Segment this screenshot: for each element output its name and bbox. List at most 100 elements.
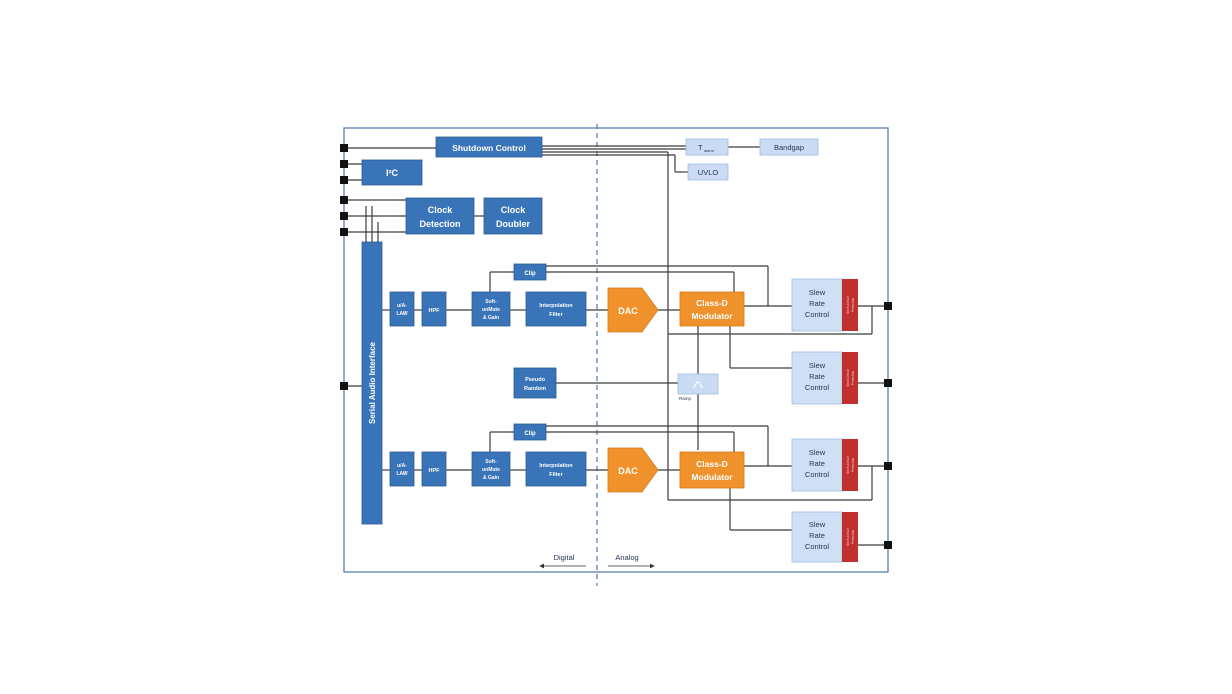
svg-text:Modulator: Modulator [691, 311, 733, 321]
svg-text:Serial Audio Interface: Serial Audio Interface [368, 341, 377, 424]
pseudo-random-block: Pseudo Random [513, 367, 557, 399]
ulaw-block: u/A- LAW [389, 451, 415, 487]
svg-text:Filter: Filter [549, 472, 563, 478]
svg-text:Bandgap: Bandgap [774, 143, 804, 152]
serial-audio-interface-block: Serial Audio Interface [361, 241, 383, 525]
analog-label: Analog [608, 553, 655, 569]
svg-text:Interpolation: Interpolation [539, 303, 573, 309]
pin [884, 379, 892, 387]
svg-text:Rate: Rate [809, 372, 825, 381]
svg-text:u/A-: u/A- [397, 303, 407, 309]
interpolation-filter-block: Interpolation Filter [525, 291, 587, 327]
svg-text:Clip: Clip [524, 271, 536, 277]
svg-text:Short-Circuit: Short-Circuit [846, 456, 850, 474]
svg-text:Interpolation: Interpolation [539, 463, 573, 469]
wires [344, 145, 888, 546]
svg-text:Slew: Slew [809, 448, 826, 457]
svg-text:Protection: Protection [851, 530, 855, 545]
svg-text:Control: Control [805, 310, 830, 319]
interpolation-filter-block: Interpolation Filter [525, 451, 587, 487]
svg-text:Class-D: Class-D [696, 298, 728, 308]
svg-text:Doubler: Doubler [496, 219, 530, 229]
svg-text:Shutdown Control: Shutdown Control [452, 143, 526, 153]
svg-text:u/A-: u/A- [397, 463, 407, 469]
svg-text:Slew: Slew [809, 520, 826, 529]
svg-text:Rate: Rate [809, 299, 825, 308]
svg-text:Protection: Protection [851, 298, 855, 313]
svg-text:Control: Control [805, 470, 830, 479]
svg-text:Ramp: Ramp [679, 396, 692, 401]
svg-text:Slew: Slew [809, 361, 826, 370]
svg-text:Short-Circuit: Short-Circuit [846, 296, 850, 314]
clock-detection-block: Clock Detection [405, 197, 475, 235]
svg-text:Soft-: Soft- [485, 299, 497, 305]
ramp-icon [693, 381, 703, 389]
svg-text:Random: Random [524, 386, 546, 392]
pin [340, 176, 348, 184]
pin [884, 541, 892, 549]
svg-text:unMute: unMute [482, 467, 500, 473]
svg-text:Slew: Slew [809, 288, 826, 297]
pin [340, 196, 348, 204]
svg-text:Short-Circuit: Short-Circuit [846, 369, 850, 387]
shutdown-control-block: Shutdown Control [435, 136, 543, 158]
slew-rate-control-block: Slew Rate Control Short-Circuit Protecti… [791, 351, 858, 405]
digital-label: Digital [539, 553, 586, 569]
svg-text:DAC: DAC [618, 466, 638, 476]
chip-outline [343, 127, 889, 573]
svg-text:I²C: I²C [386, 168, 398, 178]
pin [884, 302, 892, 310]
ulaw-block: u/A- LAW [389, 291, 415, 327]
ramp-block: Ramp [677, 373, 719, 401]
clip-block: Clip [513, 423, 547, 441]
svg-text:Control: Control [805, 383, 830, 392]
t-alarm-block: T alarm [685, 138, 729, 156]
svg-text:alarm: alarm [704, 148, 715, 153]
hpf-block: HPF [421, 451, 447, 487]
svg-text:Modulator: Modulator [691, 472, 733, 482]
soft-unmute-block: Soft- unMute & Gain [471, 291, 511, 327]
svg-text:unMute: unMute [482, 307, 500, 313]
channel-1: u/A- LAW HPF Soft- unMute & Gain Interpo… [389, 263, 858, 405]
svg-text:UVLO: UVLO [698, 168, 719, 177]
pin [340, 212, 348, 220]
svg-text:Pseudo: Pseudo [525, 377, 546, 383]
i2c-block: I²C [361, 159, 423, 186]
svg-text:& Gain: & Gain [483, 475, 499, 481]
svg-text:Rate: Rate [809, 531, 825, 540]
bandgap-block: Bandgap [759, 138, 819, 156]
svg-text:DAC: DAC [618, 306, 638, 316]
svg-text:Control: Control [805, 542, 830, 551]
class-d-modulator-block: Class-D Modulator [679, 451, 745, 489]
pin [340, 160, 348, 168]
dac-block: DAC [607, 447, 659, 493]
svg-text:Rate: Rate [809, 459, 825, 468]
svg-text:Filter: Filter [549, 312, 563, 318]
hpf-block: HPF [421, 291, 447, 327]
clock-doubler-block: Clock Doubler [483, 197, 543, 235]
svg-text:Clock: Clock [428, 205, 454, 215]
slew-rate-control-block: Slew Rate Control Short-Circuit Protecti… [791, 278, 858, 332]
svg-text:HPF: HPF [429, 468, 441, 474]
pin [340, 228, 348, 236]
svg-text:LAW: LAW [396, 311, 407, 317]
svg-text:Clip: Clip [524, 431, 536, 437]
svg-text:Short-Circuit: Short-Circuit [846, 528, 850, 546]
slew-rate-control-block: Slew Rate Control Short-Circuit Protecti… [791, 438, 858, 492]
svg-text:Detection: Detection [419, 219, 460, 229]
svg-text:HPF: HPF [429, 308, 441, 314]
pin [884, 462, 892, 470]
slew-rate-control-block: Slew Rate Control Short-Circuit Protecti… [791, 511, 858, 563]
pins [340, 144, 892, 549]
soft-unmute-block: Soft- unMute & Gain [471, 451, 511, 487]
svg-text:LAW: LAW [396, 471, 407, 477]
uvlo-block: UVLO [687, 163, 729, 181]
channel-2: u/A- LAW HPF Soft- unMute & Gain Interpo… [389, 423, 858, 563]
svg-text:Protection: Protection [851, 371, 855, 386]
clip-block: Clip [513, 263, 547, 281]
svg-text:Analog: Analog [615, 553, 638, 562]
svg-text:Soft-: Soft- [485, 459, 497, 465]
svg-text:& Gain: & Gain [483, 315, 499, 321]
pin [340, 144, 348, 152]
